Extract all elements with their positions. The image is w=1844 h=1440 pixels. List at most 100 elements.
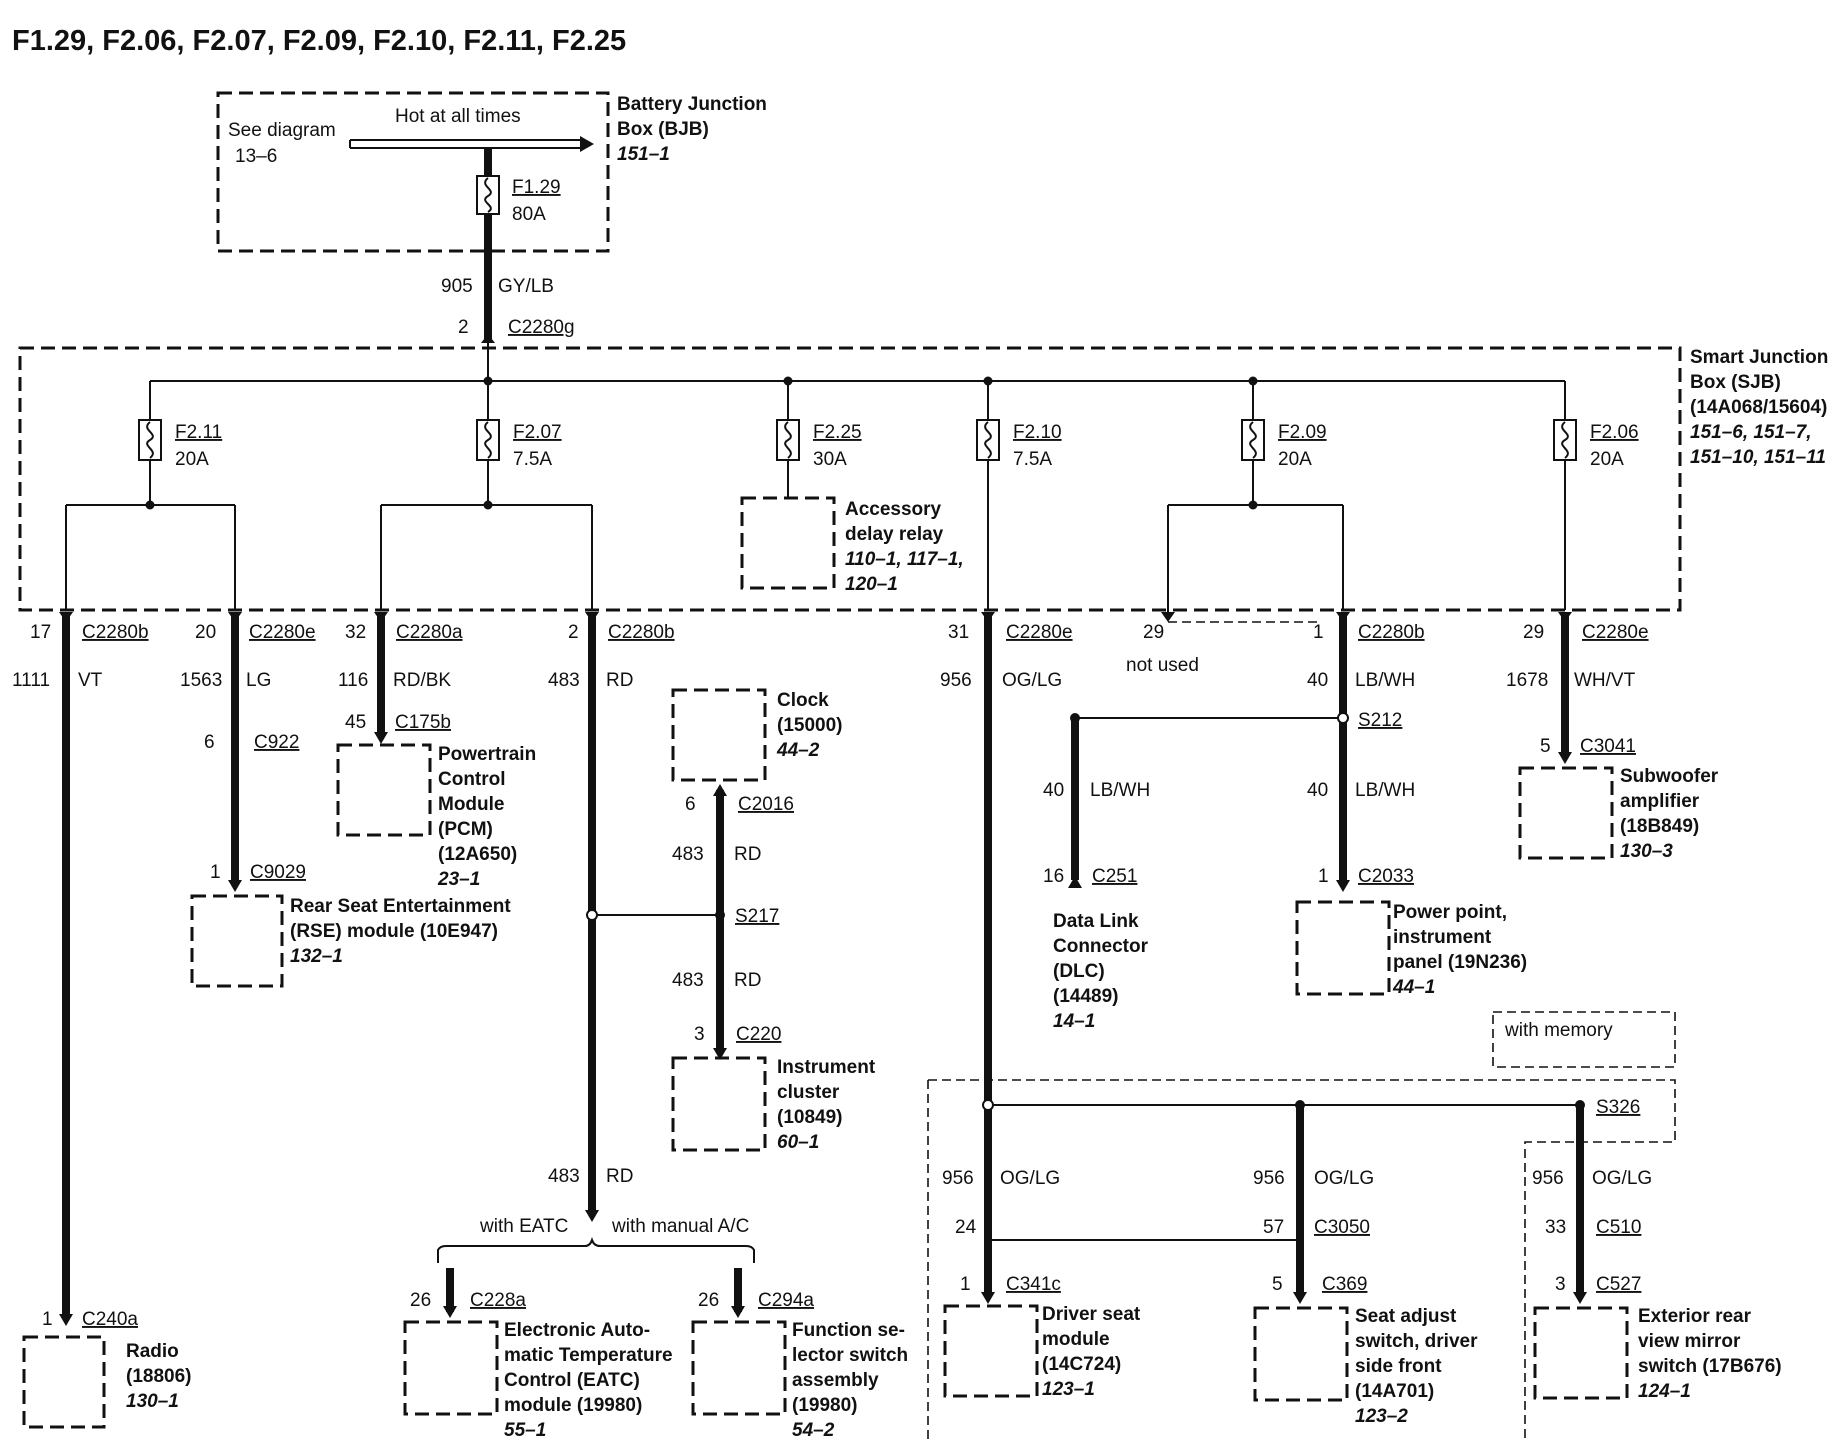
option-bracket bbox=[437, 1236, 755, 1263]
c175b-pin: 45 bbox=[345, 712, 366, 733]
c3050-connector: C3050 bbox=[1314, 1217, 1370, 1238]
radio-connector-arrow-icon bbox=[59, 1314, 73, 1326]
clock-line-2: (15000) bbox=[777, 715, 843, 736]
s212-label: S212 bbox=[1358, 710, 1402, 731]
powerpoint-line-3: panel (19N236) bbox=[1393, 952, 1527, 973]
adj-color: OG/LG bbox=[1314, 1168, 1374, 1189]
driver-seat-connector-arrow-icon bbox=[981, 1292, 995, 1304]
mirror-ref: 124–1 bbox=[1638, 1381, 1691, 1402]
with-manual-label: with manual A/C bbox=[611, 1216, 749, 1237]
seat-mid-pin: 24 bbox=[955, 1217, 977, 1238]
fuse-icon bbox=[476, 175, 500, 215]
dlc-line-4: (14489) bbox=[1053, 986, 1119, 1007]
pp-color: LB/WH bbox=[1355, 780, 1415, 801]
c510-pin: 33 bbox=[1545, 1217, 1566, 1238]
c251-connector: C251 bbox=[1092, 866, 1137, 887]
fuse-f225-name: F2.25 bbox=[813, 422, 862, 443]
subwoofer-connector-arrow-icon bbox=[1558, 752, 1572, 764]
radio-box bbox=[22, 1335, 106, 1429]
out1-pin: 17 bbox=[30, 622, 51, 643]
clock-ref: 44–2 bbox=[776, 740, 820, 761]
bjb-title-2: Box (BJB) bbox=[617, 119, 709, 140]
c228a-pin: 26 bbox=[410, 1290, 431, 1311]
subwoofer-line-2: amplifier bbox=[1620, 791, 1700, 812]
c294a-connector: C294a bbox=[758, 1290, 814, 1311]
pcm-ref: 23–1 bbox=[437, 869, 480, 890]
mirror-box bbox=[1533, 1306, 1629, 1400]
cluster-line-2: cluster bbox=[777, 1082, 840, 1103]
pcm-line-2: Control bbox=[438, 769, 506, 790]
out7-circuit: 40 bbox=[1307, 670, 1328, 691]
out1-circuit: 1111 bbox=[12, 670, 50, 691]
sjb-box bbox=[18, 346, 1682, 612]
fuse-drop-f225 bbox=[776, 381, 800, 498]
splice-s212 bbox=[1337, 712, 1349, 724]
dlc-connector-arrow-icon bbox=[1068, 876, 1082, 888]
out7-connector: C2280b bbox=[1358, 622, 1425, 643]
c2016-connector: C2016 bbox=[738, 794, 794, 815]
out8-connector: C2280e bbox=[1582, 622, 1649, 643]
function-box bbox=[691, 1320, 787, 1416]
clock-box bbox=[671, 688, 767, 782]
hot-at-all-times: Hot at all times bbox=[395, 106, 521, 127]
dlc-line-2: Connector bbox=[1053, 936, 1149, 957]
page-heading: F1.29, F2.06, F2.07, F2.09, F2.10, F2.11… bbox=[12, 25, 626, 57]
seat-circuit: 956 bbox=[942, 1168, 974, 1189]
clock-circuit: 483 bbox=[672, 844, 704, 865]
function-line-1: Function se- bbox=[792, 1320, 905, 1341]
function-line-4: (19980) bbox=[792, 1395, 858, 1416]
out5-color: OG/LG bbox=[1002, 670, 1062, 691]
rd-lower-circuit: 483 bbox=[548, 1166, 580, 1187]
function-connector-arrow-icon bbox=[731, 1306, 745, 1318]
dlc-line-1: Data Link bbox=[1053, 911, 1139, 932]
fuse-f225-rating: 30A bbox=[813, 449, 847, 470]
c175b-connector: C175b bbox=[395, 712, 451, 733]
dlc-color: LB/WH bbox=[1090, 780, 1150, 801]
fuse-drop-f209 bbox=[1241, 381, 1265, 505]
eatc-box bbox=[403, 1320, 499, 1416]
sjb-line-1: Smart Junction bbox=[1690, 347, 1828, 368]
eatc-line-2: matic Temperature bbox=[504, 1345, 673, 1366]
driverseat-line-3: (14C724) bbox=[1042, 1354, 1121, 1375]
f211-split-dot bbox=[145, 500, 155, 510]
seatadjust-line-1: Seat adjust bbox=[1355, 1306, 1457, 1327]
s217-label: S217 bbox=[735, 906, 779, 927]
out2-circuit: 1563 bbox=[180, 670, 222, 691]
cluster-color: RD bbox=[734, 970, 761, 991]
pcm-box bbox=[336, 743, 432, 837]
c341c-pin: 1 bbox=[960, 1274, 971, 1295]
accessory-relay-line-2: delay relay bbox=[845, 524, 944, 545]
seatadjust-line-2: switch, driver bbox=[1355, 1331, 1478, 1352]
connector-arrow-icon bbox=[481, 334, 495, 343]
memory-outline bbox=[927, 1079, 1676, 1440]
f129-name: F1.29 bbox=[512, 177, 561, 198]
pcm-line-3: Module bbox=[438, 794, 505, 815]
c527-connector: C527 bbox=[1596, 1274, 1641, 1295]
out5-pin: 31 bbox=[948, 622, 969, 643]
bus-dot-f210 bbox=[983, 376, 993, 386]
accessory-relay-line-1: Accessory bbox=[845, 499, 942, 520]
seat-color: OG/LG bbox=[1000, 1168, 1060, 1189]
fuse-f209-rating: 20A bbox=[1278, 449, 1312, 470]
adj-circuit: 956 bbox=[1253, 1168, 1285, 1189]
c9029-connector: C9029 bbox=[250, 862, 306, 883]
out5-circuit: 956 bbox=[940, 670, 972, 691]
out8-circuit: 1678 bbox=[1506, 670, 1548, 691]
clock-color: RD bbox=[734, 844, 761, 865]
radio-ref: 130–1 bbox=[126, 1391, 179, 1412]
mirror-line-3: switch (17B676) bbox=[1638, 1356, 1782, 1377]
accessory-delay-relay-box bbox=[740, 496, 836, 590]
hot-bus-arrow bbox=[349, 136, 594, 152]
out3-pin: 32 bbox=[345, 622, 366, 643]
out3-circuit: 116 bbox=[338, 670, 368, 691]
out4-color: RD bbox=[606, 670, 633, 691]
feed-pin: 2 bbox=[458, 317, 469, 338]
out2-color: LG bbox=[246, 670, 271, 691]
rd-lower-color: RD bbox=[606, 1166, 633, 1187]
c2033-pin: 1 bbox=[1318, 866, 1329, 887]
rse-line-2: (RSE) module (10E947) bbox=[290, 921, 498, 942]
c294a-pin: 26 bbox=[698, 1290, 719, 1311]
c369-connector: C369 bbox=[1322, 1274, 1367, 1295]
powerpoint-box bbox=[1295, 900, 1391, 996]
